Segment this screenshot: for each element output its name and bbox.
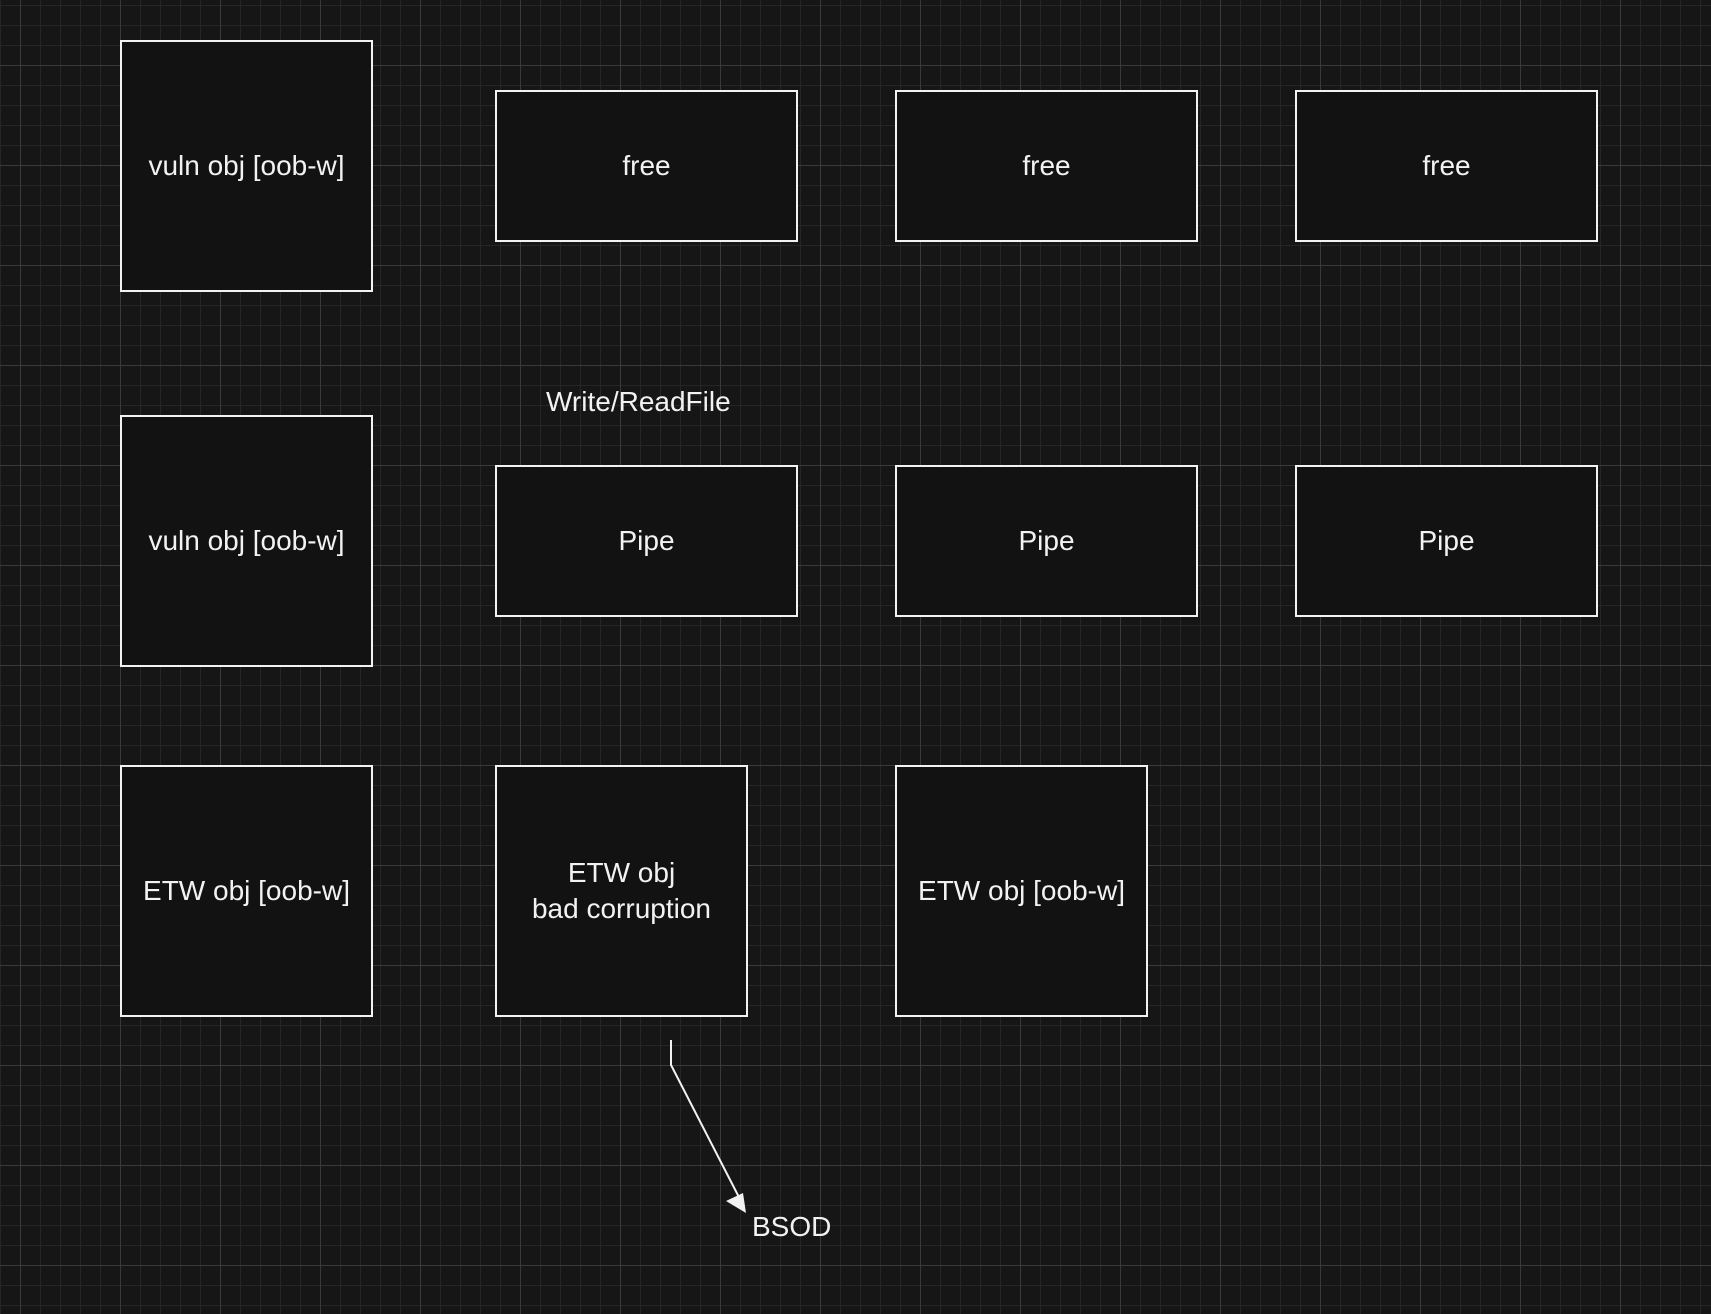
arrow-etw-to-bsod[interactable] — [670, 1040, 746, 1213]
etw-bad-corruption-box[interactable]: ETW obj bad corruption — [495, 765, 748, 1017]
etw-obj-box-1[interactable]: ETW obj [oob-w] — [120, 765, 373, 1017]
pipe-box-3[interactable]: Pipe — [1295, 465, 1598, 617]
pipe-box-2[interactable]: Pipe — [895, 465, 1198, 617]
bsod-label[interactable]: BSOD — [752, 1211, 832, 1242]
arrowhead-icon — [726, 1193, 746, 1213]
free-box-2[interactable]: free — [895, 90, 1198, 242]
free-box-1[interactable]: free — [495, 90, 798, 242]
pipe-box-1[interactable]: Pipe — [495, 465, 798, 617]
etw-obj-box-2[interactable]: ETW obj [oob-w] — [895, 765, 1148, 1017]
free-box-3[interactable]: free — [1295, 90, 1598, 242]
vuln-obj-box-row1[interactable]: vuln obj [oob-w] — [120, 40, 373, 292]
write-readfile-label: Write/ReadFile — [546, 386, 731, 417]
vuln-obj-box-row2[interactable]: vuln obj [oob-w] — [120, 415, 373, 667]
